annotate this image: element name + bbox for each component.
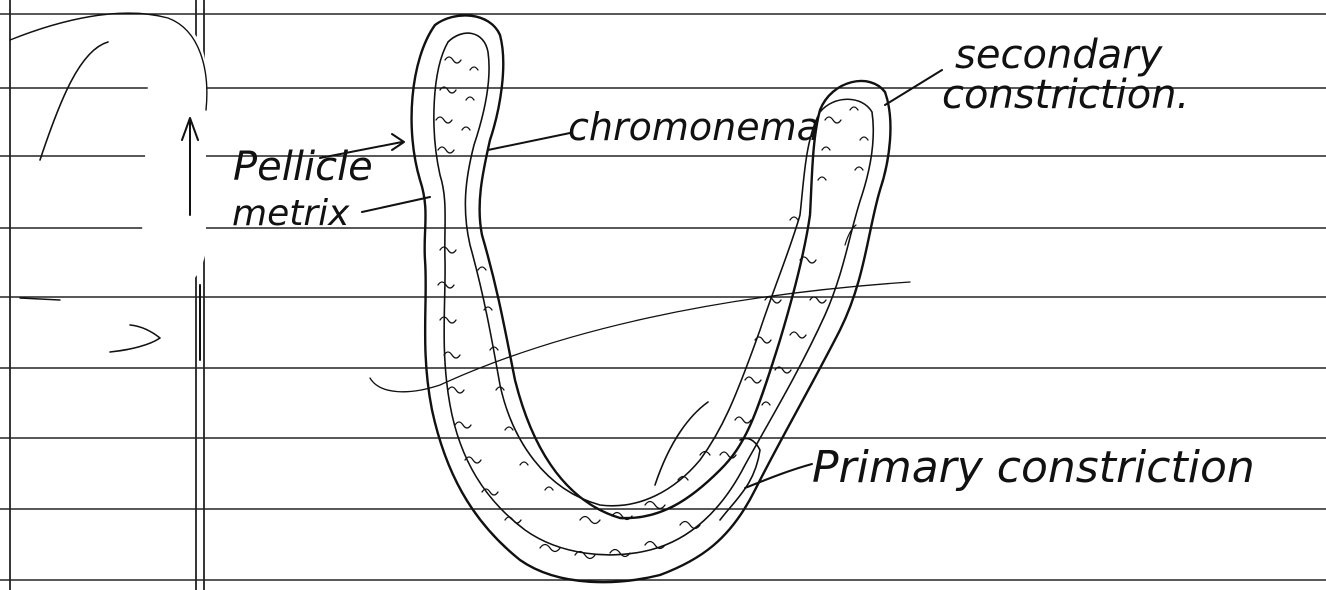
chromonema-label: chromonema bbox=[568, 105, 820, 149]
stray-mark bbox=[20, 298, 60, 300]
primary-constriction-bracket bbox=[655, 402, 760, 520]
matrix-leader bbox=[362, 197, 430, 212]
coil-squiggle bbox=[580, 452, 710, 524]
primary-constriction-label: Primary constriction bbox=[812, 442, 1255, 493]
matrix-label: metrix bbox=[232, 193, 350, 234]
pellicle-label: Pellicle bbox=[233, 144, 373, 190]
secondary-label-line2: constriction. bbox=[942, 72, 1189, 118]
stray-curve bbox=[370, 282, 910, 392]
chromonema-leader bbox=[488, 133, 570, 150]
coil-squiggle bbox=[720, 297, 781, 458]
stray-mark bbox=[110, 325, 160, 352]
stray-mark bbox=[40, 42, 108, 160]
coil-squiggle bbox=[436, 57, 478, 153]
margin-smudge bbox=[140, 24, 207, 292]
coil-squiggle bbox=[818, 107, 868, 180]
